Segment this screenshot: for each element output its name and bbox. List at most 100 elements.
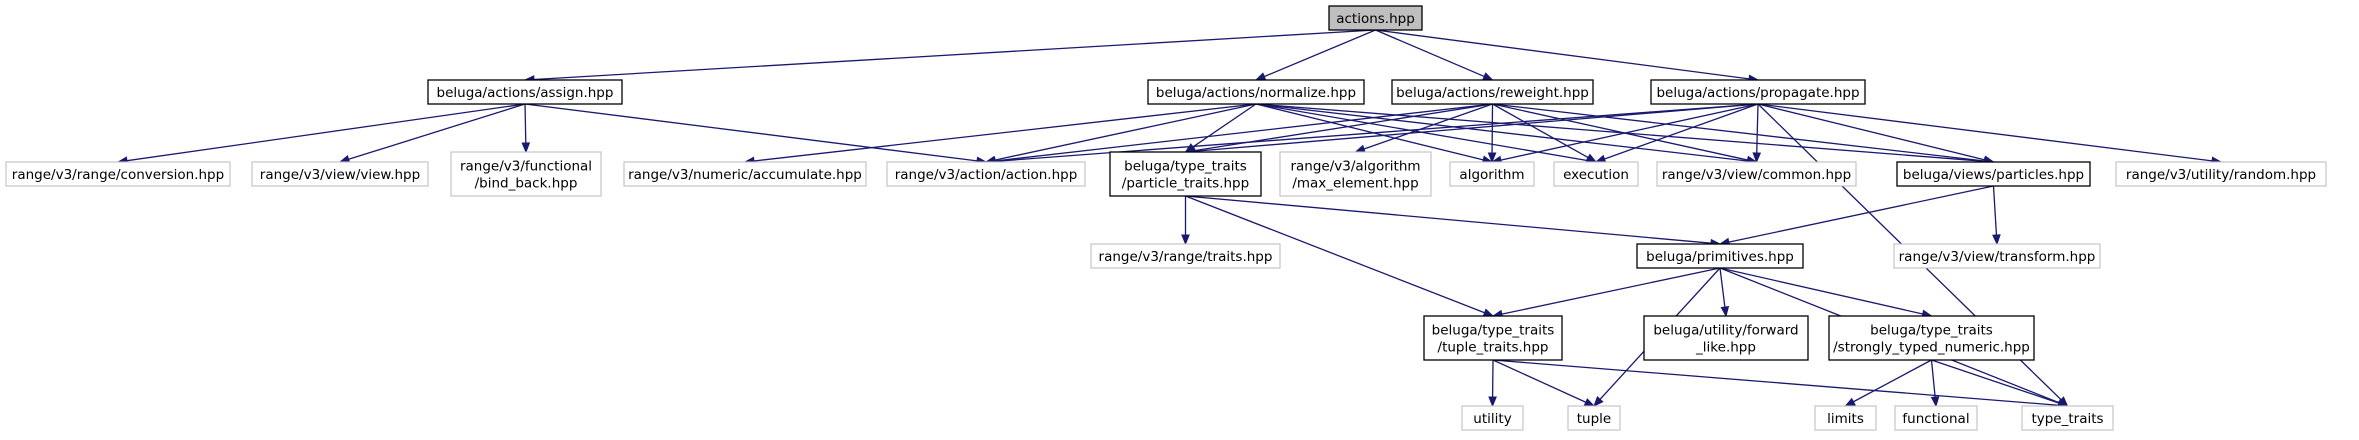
edge-line bbox=[753, 103, 1257, 162]
arrowhead-icon bbox=[521, 142, 531, 154]
edge-line bbox=[1255, 103, 1748, 162]
node-limits: limits bbox=[1814, 405, 1877, 431]
node-box bbox=[427, 79, 623, 105]
node-label: execution bbox=[1563, 167, 1629, 183]
node-bindback: range/v3/functional/bind_back.hpp bbox=[450, 151, 602, 197]
node-tuple: tuple bbox=[1567, 405, 1621, 431]
node-label-line: range/v3/view/view.hpp bbox=[260, 167, 420, 183]
node-type_traits: type_traits bbox=[2021, 405, 2114, 431]
arrowhead-icon bbox=[1930, 396, 1940, 408]
edge-actions-to-normalize bbox=[1254, 29, 1376, 81]
arrowhead-icon bbox=[1482, 72, 1494, 81]
edge-line bbox=[1363, 103, 1493, 150]
node-label-line: /strongly_typed_numeric.hpp bbox=[1833, 340, 2030, 356]
node-box bbox=[1636, 243, 1804, 269]
node-label-line: algorithm bbox=[1459, 167, 1524, 183]
node-particles[interactable]: beluga/views/particles.hpp bbox=[1896, 161, 2091, 187]
node-transform: range/v3/view/transform.hpp bbox=[1893, 243, 2101, 269]
node-execution: execution bbox=[1553, 161, 1639, 187]
node-label-line: utility bbox=[1473, 411, 1511, 427]
node-box bbox=[1896, 161, 2091, 187]
node-tuple_traits[interactable]: beluga/type_traits/tuple_traits.hpp bbox=[1423, 315, 1563, 361]
node-label-line: beluga/views/particles.hpp bbox=[1903, 167, 2084, 183]
edge-line bbox=[1492, 103, 1985, 162]
arrowhead-icon bbox=[1844, 397, 1856, 407]
edge-line bbox=[1185, 195, 1485, 314]
edge-line bbox=[1930, 359, 1936, 398]
node-layer: actions.hpp beluga/actions/assign.hpp belu… bbox=[5, 5, 2327, 431]
node-label: beluga/type_traits/particle_traits.hpp bbox=[1122, 159, 1249, 192]
edge-propagate-to-common bbox=[1752, 103, 1762, 164]
node-label: functional bbox=[1902, 411, 1969, 427]
edge-tuple_traits-to-utility bbox=[1488, 359, 1497, 408]
edge-actions-to-assign bbox=[523, 29, 1376, 84]
node-box bbox=[1328, 5, 1423, 31]
edge-primitives-to-forward_like bbox=[1719, 267, 1730, 318]
node-label-line: beluga/primitives.hpp bbox=[1646, 249, 1794, 265]
node-box bbox=[1109, 151, 1262, 197]
node-label: actions.hpp bbox=[1336, 11, 1415, 27]
edge-line bbox=[1931, 359, 2060, 404]
edge-line bbox=[533, 29, 1376, 81]
edge-line bbox=[524, 103, 978, 162]
edge-line bbox=[1492, 359, 2059, 406]
node-label-line: range/v3/view/common.hpp bbox=[1662, 167, 1851, 183]
node-random: range/v3/utility/random.hpp bbox=[2115, 161, 2327, 187]
node-label-line: beluga/actions/reweight.hpp bbox=[1396, 85, 1589, 101]
node-box bbox=[251, 161, 429, 187]
edge-line bbox=[1719, 267, 1726, 308]
edge-line bbox=[126, 103, 526, 162]
node-assign[interactable]: beluga/actions/assign.hpp bbox=[427, 79, 623, 105]
node-viewview: range/v3/view/view.hpp bbox=[251, 161, 429, 187]
node-label-line: range/v3/algorithm bbox=[1290, 159, 1420, 175]
node-label: algorithm bbox=[1459, 167, 1524, 183]
node-label-line: limits bbox=[1827, 411, 1864, 427]
node-label: beluga/primitives.hpp bbox=[1646, 249, 1794, 265]
node-algorithm: algorithm bbox=[1449, 161, 1535, 187]
edge-tuple_traits-to-type_traits bbox=[1492, 359, 2069, 410]
node-label-line: range/v3/range/traits.hpp bbox=[1099, 249, 1273, 265]
node-rtraits: range/v3/range/traits.hpp bbox=[1090, 243, 1281, 269]
edge-particles-to-primitives bbox=[1718, 185, 1994, 247]
edge-line bbox=[1264, 29, 1376, 78]
edge-line bbox=[1604, 103, 1759, 160]
edge-propagate-to-particles bbox=[1757, 103, 1995, 164]
node-box bbox=[1893, 243, 2101, 269]
node-label: range/v3/utility/random.hpp bbox=[2126, 167, 2316, 183]
node-label-line: _like.hpp bbox=[1695, 340, 1756, 356]
arrowhead-icon bbox=[1593, 396, 1604, 407]
node-label: beluga/type_traits/strongly_typed_numeri… bbox=[1833, 323, 2030, 356]
node-box bbox=[886, 161, 1086, 187]
node-box bbox=[1553, 161, 1639, 187]
node-forward_like[interactable]: beluga/utility/forward_like.hpp bbox=[1643, 315, 1809, 361]
node-label-line: actions.hpp bbox=[1336, 11, 1415, 27]
edge-line bbox=[1194, 103, 1759, 152]
node-propagate[interactable]: beluga/actions/propagate.hpp bbox=[1650, 79, 1866, 105]
edge-line bbox=[1719, 267, 1923, 315]
node-reweight[interactable]: beluga/actions/reweight.hpp bbox=[1391, 79, 1594, 105]
node-label: utility bbox=[1473, 411, 1511, 427]
node-label: tuple bbox=[1577, 411, 1611, 427]
node-stn[interactable]: beluga/type_traits/strongly_typed_numeri… bbox=[1828, 315, 2035, 361]
node-label-line: /particle_traits.hpp bbox=[1122, 176, 1249, 192]
node-max_element: range/v3/algorithm/max_element.hpp bbox=[1279, 151, 1432, 197]
edge-primitives-to-tuple_traits bbox=[1491, 267, 1721, 319]
node-actions[interactable]: actions.hpp bbox=[1328, 5, 1423, 31]
edge-line bbox=[1255, 103, 1484, 161]
node-particle_traits[interactable]: beluga/type_traits/particle_traits.hpp bbox=[1109, 151, 1262, 197]
node-label: range/v3/numeric/accumulate.hpp bbox=[628, 167, 862, 183]
node-label-line: range/v3/numeric/accumulate.hpp bbox=[628, 167, 862, 183]
edge-line bbox=[1757, 103, 2213, 162]
edge-line bbox=[1756, 103, 1759, 154]
node-normalize[interactable]: beluga/actions/normalize.hpp bbox=[1147, 79, 1365, 105]
node-label: range/v3/range/traits.hpp bbox=[1099, 249, 1273, 265]
node-label: range/v3/action/action.hpp bbox=[895, 167, 1078, 183]
node-primitives[interactable]: beluga/primitives.hpp bbox=[1636, 243, 1804, 269]
edge-line bbox=[1500, 103, 1759, 161]
node-label: limits bbox=[1827, 411, 1864, 427]
node-box bbox=[1656, 161, 1857, 187]
edge-assign-to-bindback bbox=[521, 103, 531, 154]
node-label: beluga/actions/assign.hpp bbox=[437, 85, 614, 101]
node-box bbox=[2021, 405, 2114, 431]
node-label-line: type_traits bbox=[2031, 411, 2103, 427]
